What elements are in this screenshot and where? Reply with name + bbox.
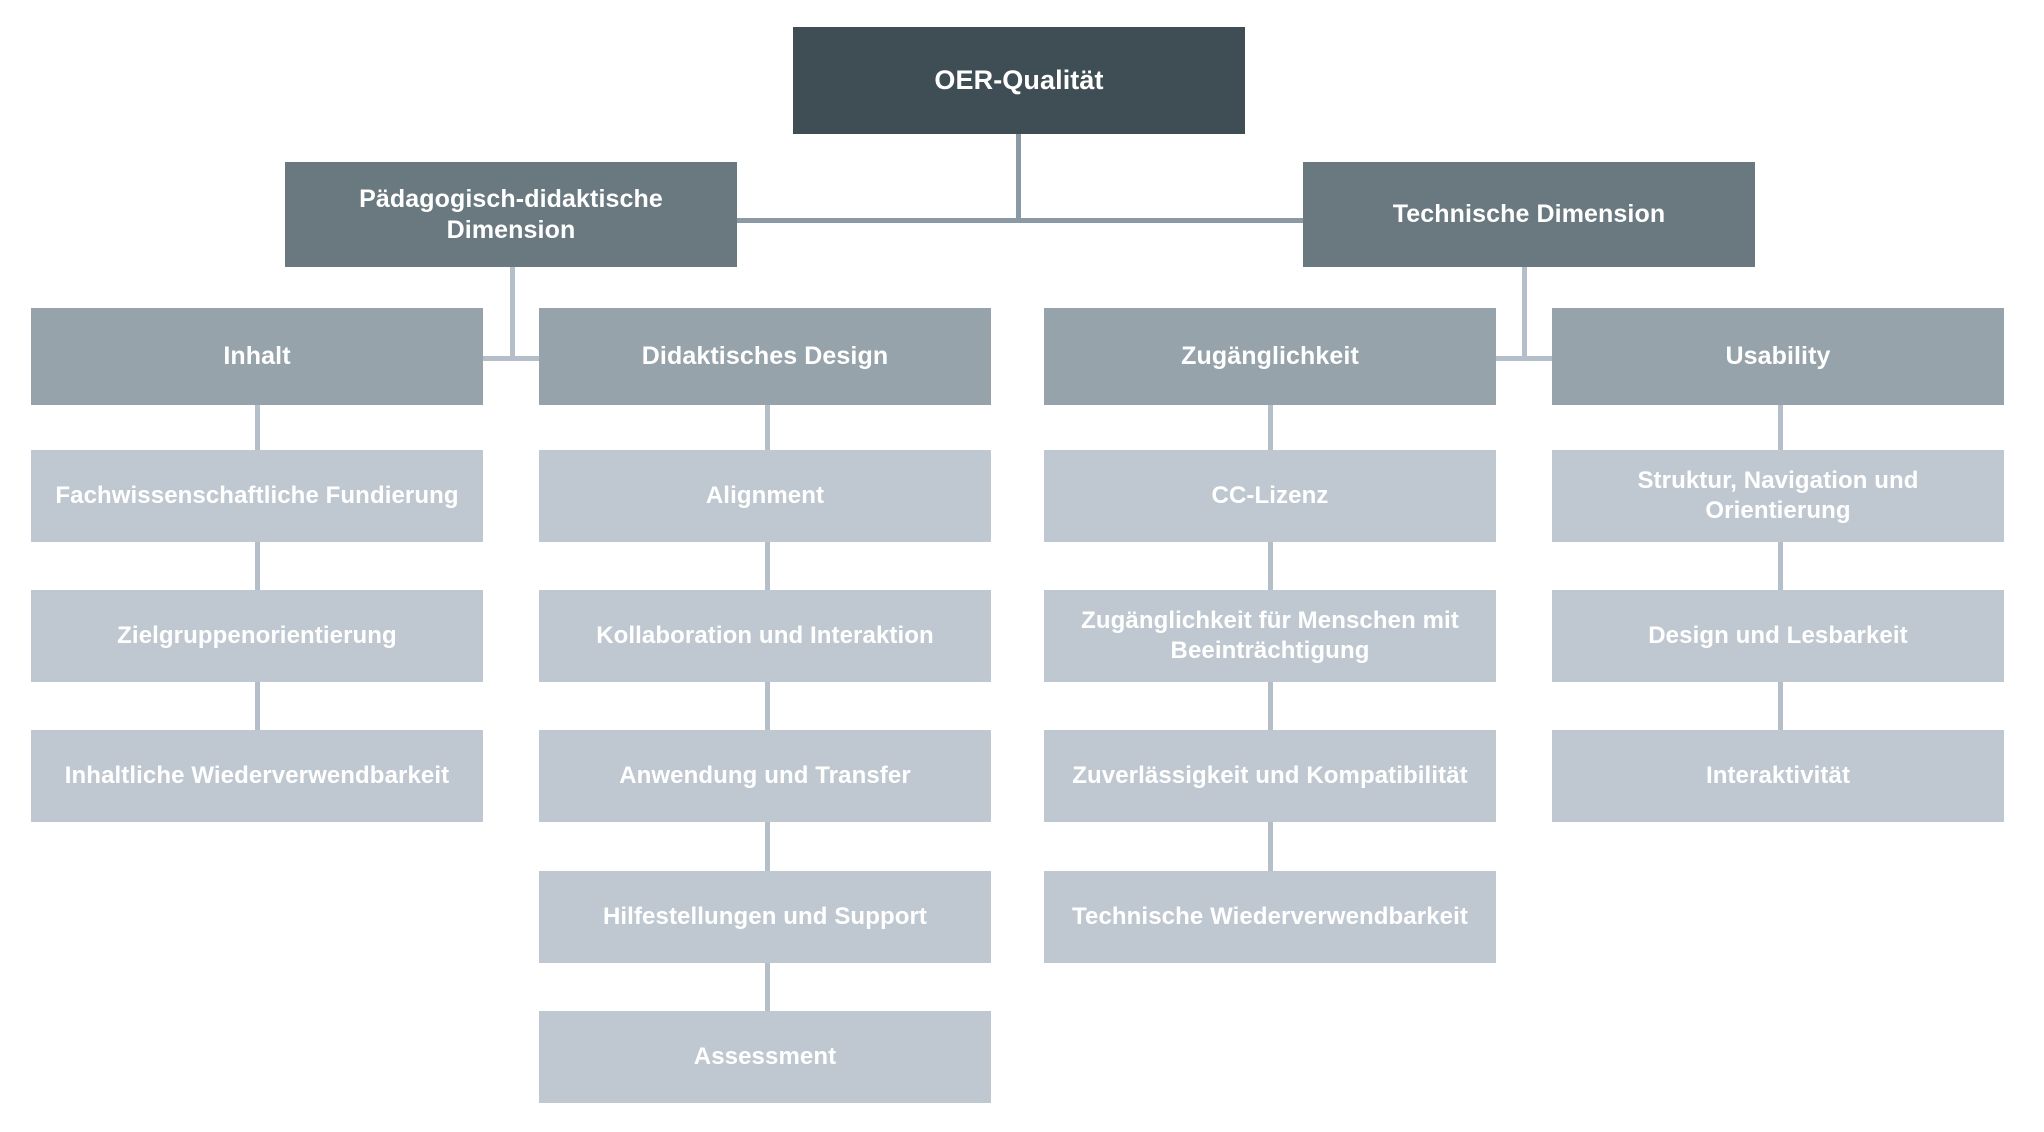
connector-technische-stem (1522, 267, 1527, 361)
node-leaf-struktur-navigation-und-orientierung[interactable]: Struktur, Navigation und Orientierung (1552, 450, 2004, 542)
node-dimension-technische-label: Technische Dimension (1392, 200, 1666, 228)
connector-technische-bus (1268, 356, 1778, 361)
node-leaf-design-und-lesbarkeit[interactable]: Design und Lesbarkeit (1552, 590, 2004, 682)
connector-paedagogisch-bus (255, 356, 765, 361)
node-leaf-label: Zugänglichkeit für Menschen mit Beeinträ… (1081, 607, 1459, 664)
node-dimension-paedagogisch-label: Pädagogisch-didaktische Dimension (359, 184, 663, 244)
node-leaf-alignment[interactable]: Alignment (539, 450, 991, 542)
node-leaf-label: Assessment (693, 1043, 837, 1071)
node-leaf-zugaenglichkeit-fuer-menschen-mit-beeintraechtigung[interactable]: Zugänglichkeit für Menschen mit Beeinträ… (1044, 590, 1496, 682)
node-leaf-technische-wiederverwendbarkeit[interactable]: Technische Wiederverwendbarkeit (1044, 871, 1496, 963)
node-category-inhalt-label: Inhalt (223, 342, 291, 370)
node-category-zugaenglichkeit[interactable]: Zugänglichkeit (1044, 308, 1496, 405)
node-leaf-anwendung-und-transfer[interactable]: Anwendung und Transfer (539, 730, 991, 822)
node-leaf-label: Inhaltliche Wiederverwendbarkeit (64, 762, 450, 790)
node-leaf-label: Hilfestellungen und Support (602, 903, 928, 931)
node-leaf-kollaboration-und-interaktion[interactable]: Kollaboration und Interaktion (539, 590, 991, 682)
node-leaf-fachwissenschaftliche-fundierung[interactable]: Fachwissenschaftliche Fundierung (31, 450, 483, 542)
connector-paedagogisch-stem (510, 267, 515, 361)
node-leaf-label: Design und Lesbarkeit (1648, 622, 1908, 650)
connector-col-usability (1778, 405, 1783, 745)
node-leaf-cc-lizenz[interactable]: CC-Lizenz (1044, 450, 1496, 542)
node-leaf-label: Alignment (705, 482, 825, 510)
node-dimension-paedagogisch-didaktische[interactable]: Pädagogisch-didaktische Dimension (285, 162, 737, 267)
node-category-usability[interactable]: Usability (1552, 308, 2004, 405)
connector-col-didaktisches-design (765, 405, 770, 1025)
node-leaf-label: Zielgruppenorientierung (117, 622, 397, 650)
node-leaf-zielgruppenorientierung[interactable]: Zielgruppenorientierung (31, 590, 483, 682)
node-leaf-label: Interaktivität (1705, 762, 1851, 790)
node-leaf-assessment[interactable]: Assessment (539, 1011, 991, 1103)
connector-dimension-bus (737, 218, 1303, 223)
node-root-label: OER-Qualität (934, 64, 1104, 95)
node-category-didaktisches-design[interactable]: Didaktisches Design (539, 308, 991, 405)
node-leaf-label: Kollaboration und Interaktion (596, 622, 934, 650)
node-leaf-label: Fachwissenschaftliche Fundierung (55, 482, 459, 510)
node-leaf-label: Struktur, Navigation und Orientierung (1637, 467, 1919, 524)
connector-root-stem (1016, 134, 1021, 221)
node-leaf-hilfestellungen-und-support[interactable]: Hilfestellungen und Support (539, 871, 991, 963)
node-dimension-technische[interactable]: Technische Dimension (1303, 162, 1755, 267)
node-leaf-label: CC-Lizenz (1211, 482, 1329, 510)
connector-col-inhalt (255, 405, 260, 745)
node-leaf-label: Anwendung und Transfer (619, 762, 911, 790)
node-root-oer-qualitaet[interactable]: OER-Qualität (793, 27, 1245, 134)
node-leaf-interaktivitaet[interactable]: Interaktivität (1552, 730, 2004, 822)
node-leaf-zuverlaessigkeit-und-kompatibilitaet[interactable]: Zuverlässigkeit und Kompatibilität (1044, 730, 1496, 822)
node-category-inhalt[interactable]: Inhalt (31, 308, 483, 405)
node-leaf-label: Zuverlässigkeit und Kompatibilität (1072, 762, 1468, 790)
node-category-didaktisches-design-label: Didaktisches Design (641, 342, 889, 370)
node-category-usability-label: Usability (1725, 342, 1831, 370)
node-leaf-label: Technische Wiederverwendbarkeit (1072, 903, 1468, 931)
node-category-zugaenglichkeit-label: Zugänglichkeit (1181, 342, 1359, 370)
node-leaf-inhaltliche-wiederverwendbarkeit[interactable]: Inhaltliche Wiederverwendbarkeit (31, 730, 483, 822)
